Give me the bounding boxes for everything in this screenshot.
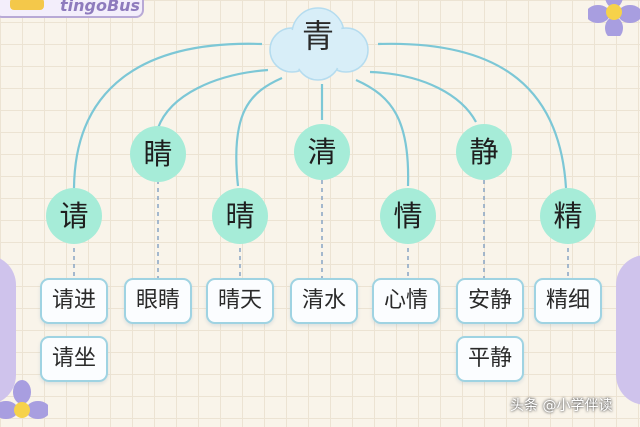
word-box: 晴天 [206, 278, 274, 324]
word-box: 平静 [456, 336, 524, 382]
right-decoration [616, 255, 640, 405]
brand-logo: tingoBus [0, 0, 144, 18]
word-box: 心情 [372, 278, 440, 324]
bus-icon [10, 0, 44, 10]
line-root-to-jing-fine [377, 42, 568, 189]
char-circle-qing-sunny: 晴 [212, 188, 268, 244]
cloud-shape [269, 7, 369, 81]
left-decoration [0, 255, 16, 405]
word-box: 安静 [456, 278, 524, 324]
word-box: 眼睛 [124, 278, 192, 324]
line-root-to-qing-please [72, 42, 263, 189]
word-box: 精细 [534, 278, 602, 324]
char-circle-qing-clear: 清 [294, 124, 350, 180]
flower-icon [0, 380, 48, 419]
root-character: 青 [301, 17, 334, 55]
char-circle-jing-quiet: 静 [456, 124, 512, 180]
flower-icon [588, 0, 640, 36]
line-root-to-qing-sunny [235, 76, 283, 187]
word-box: 请进 [40, 278, 108, 324]
word-box: 请坐 [40, 336, 108, 382]
line-root-to-qing-feeling [355, 78, 410, 187]
char-circle-qing-please: 请 [46, 188, 102, 244]
char-circle-jing-eye: 睛 [130, 126, 186, 182]
logo-text: tingoBus [60, 0, 141, 15]
line-root-to-jing-quiet [369, 70, 477, 123]
watermark: 头条 @小学伴读 [510, 398, 613, 414]
char-circle-qing-feeling: 情 [380, 188, 436, 244]
word-box: 清水 [290, 278, 358, 324]
char-circle-jing-fine: 精 [540, 188, 596, 244]
line-root-to-jing-eye [156, 68, 269, 129]
